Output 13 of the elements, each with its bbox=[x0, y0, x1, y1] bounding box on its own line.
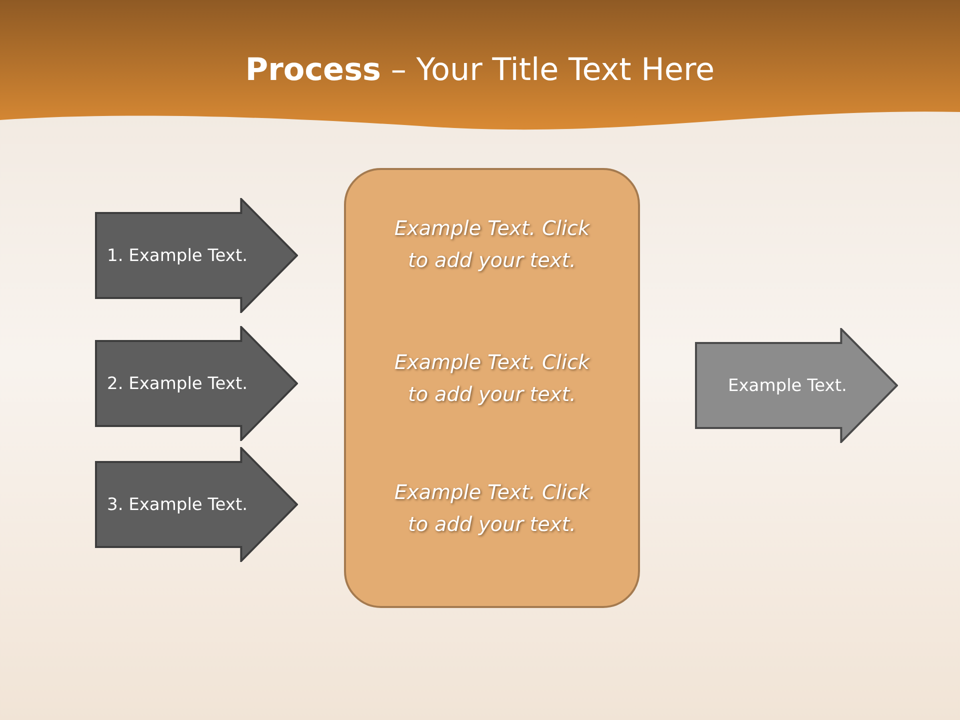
body-text: Example Text. Click to add your text. bbox=[393, 215, 591, 274]
arrow-shape bbox=[95, 447, 298, 562]
arrow-shape bbox=[95, 198, 298, 313]
arrow-shape bbox=[695, 328, 898, 443]
body-text: Example Text. Click to add your text. bbox=[393, 479, 591, 538]
arrow-label: 1. Example Text. bbox=[107, 246, 248, 266]
arrow-label: 2. Example Text. bbox=[107, 374, 248, 394]
body-text: Example Text. Click to add your text. bbox=[393, 349, 591, 408]
rounded-box bbox=[344, 168, 640, 608]
arrow-label: 3. Example Text. bbox=[107, 494, 248, 514]
arrow-label: Example Text. bbox=[728, 376, 847, 396]
arrow-shape bbox=[95, 326, 298, 441]
slide-title: Process – Your Title Text Here bbox=[245, 52, 715, 88]
